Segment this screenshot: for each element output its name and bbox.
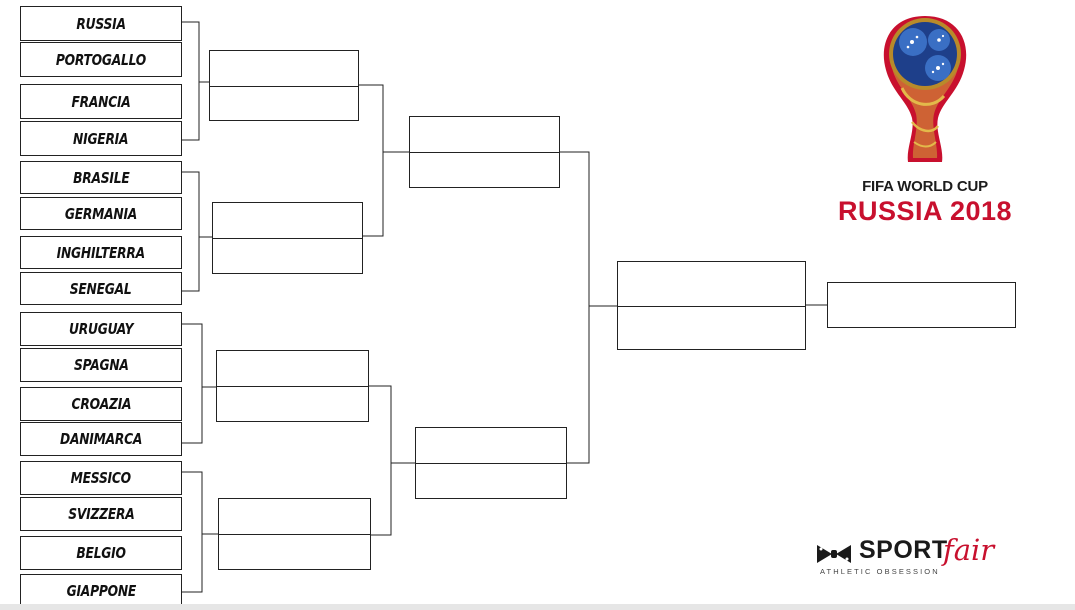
team-name: GERMANIA [64, 204, 138, 223]
sponsor-word: SPORT [859, 536, 948, 564]
worldcup-edition: RUSSIA 2018 [837, 196, 1013, 226]
slot-divider [210, 85, 358, 87]
sportfair-logo: SPORT fair ATHLETIC OBSESSION [815, 533, 1025, 580]
team-name: CROAZIA [71, 395, 131, 413]
team-name: SENEGAL [70, 279, 132, 298]
slot-divider [410, 152, 559, 153]
quarterfinal-slot-4[interactable] [218, 498, 371, 570]
sponsor-word-accent: fair [943, 533, 995, 567]
r16-team-belgio[interactable]: BELGIO [20, 536, 182, 570]
slot-divider [219, 534, 370, 535]
team-name: GIAPPONE [66, 582, 136, 600]
team-name: MESSICO [70, 469, 132, 487]
champion-slot[interactable] [827, 282, 1016, 328]
worldcup-logo: FIFA WORLD CUP RUSSIA 2018 [820, 10, 1030, 230]
worldcup-title: FIFA WORLD CUP [862, 178, 988, 195]
team-name: DANIMARCA [59, 430, 143, 448]
team-name: URUGUAY [68, 320, 134, 338]
quarterfinal-slot-3[interactable] [216, 350, 369, 422]
slot-divider [217, 386, 368, 387]
r16-team-uruguay[interactable]: URUGUAY [20, 312, 182, 346]
r16-team-svizzera[interactable]: SVIZZERA [20, 497, 182, 531]
team-name: BRASILE [72, 168, 130, 187]
quarterfinal-slot-1[interactable] [209, 50, 359, 121]
semifinal-slot-1[interactable] [409, 116, 560, 188]
bottom-border [0, 604, 1075, 610]
team-name: INGHILTERRA [56, 243, 146, 262]
r16-team-germania[interactable]: GERMANIA [20, 197, 182, 230]
r16-team-messico[interactable]: MESSICO [20, 461, 182, 495]
r16-team-spagna[interactable]: SPAGNA [20, 348, 182, 382]
bow-tie-icon [817, 545, 851, 563]
team-name: RUSSIA [76, 14, 126, 33]
r16-team-inghilterra[interactable]: INGHILTERRA [20, 236, 182, 269]
team-name: SPAGNA [73, 356, 129, 374]
r16-team-nigeria[interactable]: NIGERIA [20, 121, 182, 156]
sponsor-tagline: ATHLETIC OBSESSION [820, 567, 940, 576]
team-name: BELGIO [76, 544, 126, 562]
slot-divider [213, 238, 362, 239]
team-name: FRANCIA [71, 92, 131, 111]
final-slot[interactable] [617, 261, 806, 350]
r16-team-brasile[interactable]: BRASILE [20, 161, 182, 194]
team-name: NIGERIA [73, 129, 129, 148]
r16-team-croazia[interactable]: CROAZIA [20, 387, 182, 421]
quarterfinal-slot-2[interactable] [212, 202, 363, 274]
r16-team-senegal[interactable]: SENEGAL [20, 272, 182, 305]
r16-team-giappone[interactable]: GIAPPONE [20, 574, 182, 608]
semifinal-slot-2[interactable] [415, 427, 567, 499]
r16-team-danimarca[interactable]: DANIMARCA [20, 422, 182, 456]
r16-team-russia[interactable]: RUSSIA [20, 6, 182, 41]
slot-divider [618, 305, 805, 307]
team-name: SVIZZERA [67, 505, 135, 523]
team-name: PORTOGALLO [55, 50, 147, 69]
r16-team-portogallo[interactable]: PORTOGALLO [20, 42, 182, 77]
r16-team-francia[interactable]: FRANCIA [20, 84, 182, 119]
slot-divider [416, 463, 566, 464]
worldcup-trophy-icon [883, 16, 967, 162]
